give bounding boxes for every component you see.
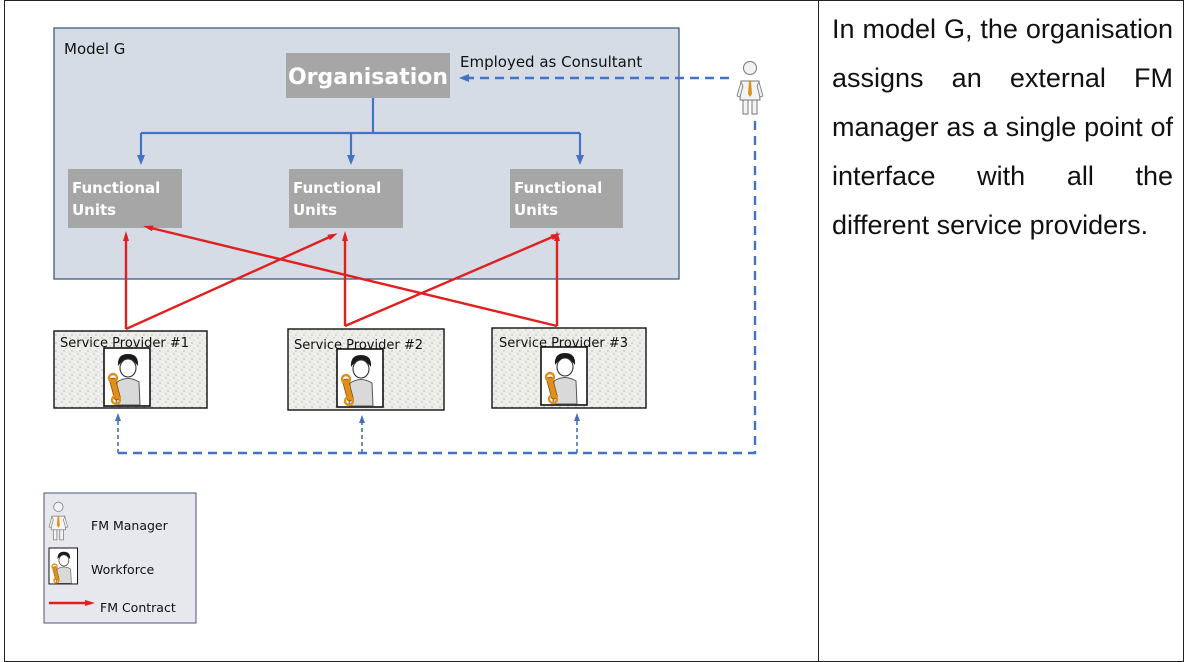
legend-fm-manager-label: FM Manager: [91, 518, 169, 533]
legend: FM Manager Workforce FM Contract: [43, 492, 197, 624]
functional-unit-line2: Units: [514, 201, 558, 219]
manager-dashed-arrows: [115, 413, 580, 453]
legend-fm-contract-label: FM Contract: [100, 600, 176, 615]
service-provider-label: Service Provider #3: [499, 336, 628, 351]
functional-unit-3: Functional Units: [510, 169, 623, 228]
model-g-description: In model G, the organisation assigns an …: [832, 14, 1173, 240]
model-g-diagram: Model G Organisation Employed as Consult…: [43, 27, 764, 624]
service-provider-3: Service Provider #3: [491, 327, 647, 409]
functional-unit-2: Functional Units: [289, 169, 403, 228]
manager-dashed-line: [118, 121, 757, 455]
fm-manager-icon: [736, 61, 764, 115]
organisation-label: Organisation: [288, 65, 448, 90]
hierarchy-connectors: [137, 98, 584, 165]
service-provider-label: Service Provider #2: [294, 338, 423, 353]
functional-unit-line1: Functional: [293, 179, 381, 197]
consultant-label: Employed as Consultant: [460, 53, 642, 71]
functional-unit-line2: Units: [72, 201, 116, 219]
contract-arrow-sp2-fu3: [344, 233, 561, 328]
functional-unit-line2: Units: [293, 201, 337, 219]
functional-unit-1: Functional Units: [68, 169, 182, 228]
legend-workforce-label: Workforce: [91, 562, 154, 577]
description-cell: In model G, the organisation assigns an …: [818, 0, 1184, 662]
functional-unit-line1: Functional: [514, 179, 602, 197]
contract-arrow-sp1-fu2: [125, 233, 338, 331]
document-table: Model G Organisation Employed as Consult…: [4, 0, 1184, 662]
functional-unit-line1: Functional: [72, 179, 160, 197]
contract-arrow-sp3-fu1: [143, 225, 558, 328]
service-provider-label: Service Provider #1: [60, 336, 189, 351]
workforce-icon: [539, 345, 589, 407]
workforce-icon: [102, 346, 152, 408]
service-provider-2: Service Provider #2: [287, 328, 445, 411]
legend-workforce-icon: [48, 547, 79, 585]
service-provider-1: Service Provider #1: [53, 330, 208, 409]
figure-cell: Model G Organisation Employed as Consult…: [4, 0, 819, 662]
organisation-box: [286, 53, 450, 98]
fm-contract-arrows: [123, 225, 561, 331]
model-label: Model G: [64, 40, 125, 58]
workforce-icon: [335, 347, 385, 409]
